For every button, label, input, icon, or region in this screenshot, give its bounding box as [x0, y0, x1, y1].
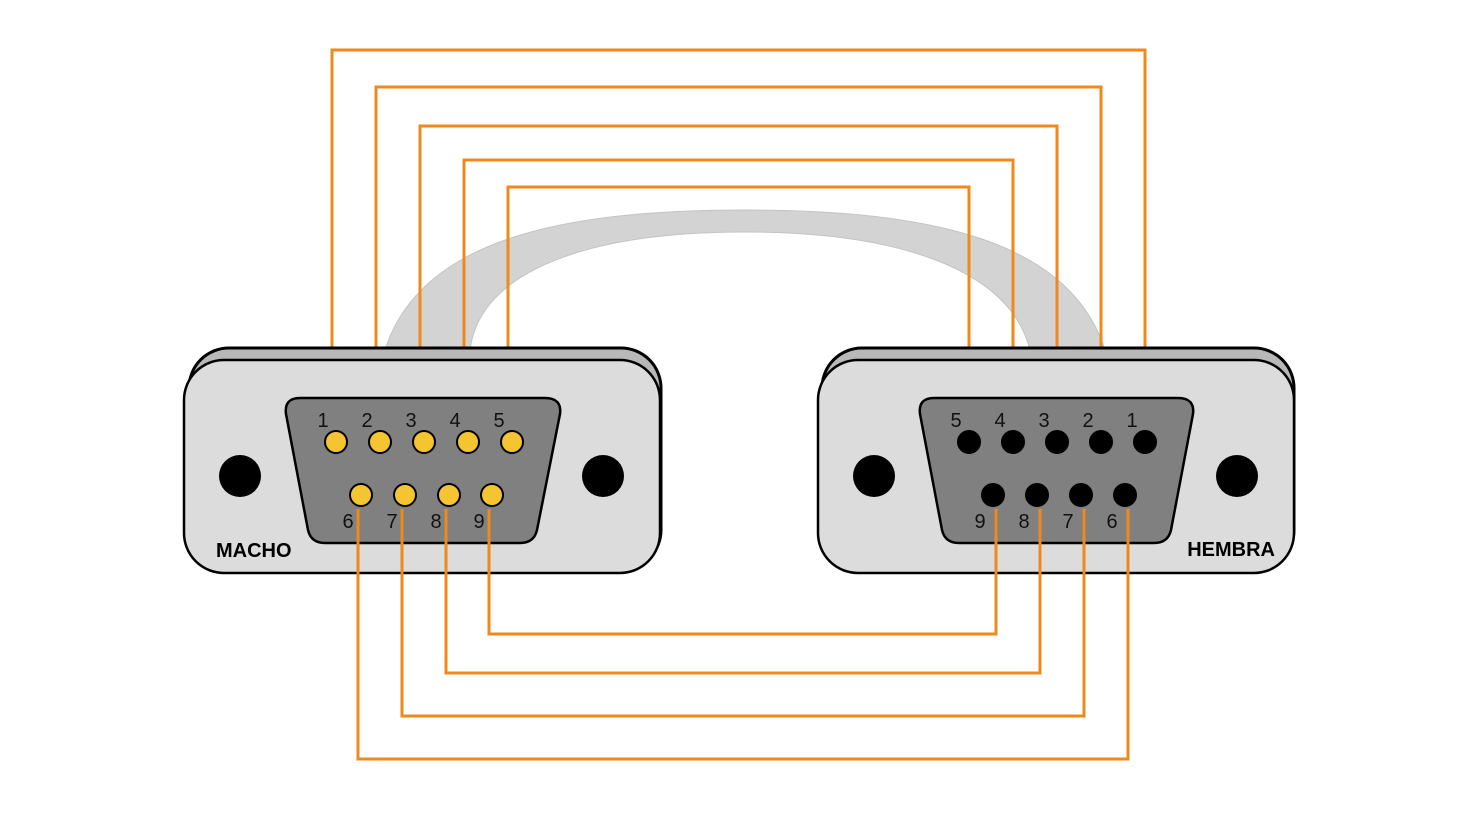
wire-pin-9 — [487, 509, 998, 636]
female-pin-number: 5 — [950, 410, 961, 432]
male-pins: 1 2 3 4 5 6 7 8 9 — [317, 410, 524, 533]
female-pin-number: 6 — [1106, 511, 1117, 533]
female-mounting-hole-right — [1216, 455, 1258, 497]
female-pin-number: 7 — [1062, 511, 1073, 533]
male-mounting-hole-right — [582, 455, 624, 497]
male-pin-3 — [412, 430, 436, 454]
female-pin-3 — [1045, 430, 1069, 454]
wires-top-row — [330, 48, 1147, 428]
male-connector: 1 2 3 4 5 6 7 8 9 MACHO — [182, 346, 663, 575]
female-pin-5 — [957, 430, 981, 454]
wires-bottom-row — [356, 509, 1130, 761]
wire-pin-1 — [330, 48, 1147, 428]
female-pin-7 — [1069, 483, 1093, 507]
male-pin-number: 1 — [317, 410, 328, 432]
female-pin-number: 9 — [974, 511, 985, 533]
male-connector-label: MACHO — [216, 540, 292, 562]
female-pin-8 — [1025, 483, 1049, 507]
female-pin-9 — [981, 483, 1005, 507]
male-pin-number: 5 — [493, 410, 504, 432]
wire-pin-3 — [418, 124, 1059, 428]
female-pin-number: 8 — [1018, 511, 1029, 533]
female-pin-4 — [1001, 430, 1025, 454]
wire-pin-8 — [444, 509, 1042, 675]
male-pin-4 — [456, 430, 480, 454]
wire-pin-6 — [356, 509, 1130, 761]
male-pin-8 — [437, 483, 461, 507]
male-pin-number: 8 — [430, 511, 441, 533]
female-mounting-hole-left — [853, 455, 895, 497]
female-pin-number: 4 — [994, 410, 1005, 432]
male-pin-1 — [324, 430, 348, 454]
wire-pin-4 — [462, 158, 1015, 428]
female-pin-2 — [1089, 430, 1113, 454]
male-pin-6 — [349, 483, 373, 507]
male-pin-9 — [480, 483, 504, 507]
male-mounting-hole-left — [219, 455, 261, 497]
female-connector-label: HEMBRA — [1187, 539, 1275, 561]
female-connector: 1 2 3 4 5 6 7 8 9 HEMBRA — [816, 346, 1296, 575]
female-pin-number: 3 — [1038, 410, 1049, 432]
male-pin-number: 2 — [361, 410, 372, 432]
female-pins: 1 2 3 4 5 6 7 8 9 — [950, 410, 1157, 533]
female-pin-6 — [1113, 483, 1137, 507]
female-pin-number: 1 — [1126, 410, 1137, 432]
male-pin-7 — [393, 483, 417, 507]
male-pin-number: 6 — [342, 511, 353, 533]
wire-pin-5 — [506, 185, 971, 428]
female-pin-1 — [1133, 430, 1157, 454]
male-pin-5 — [500, 430, 524, 454]
male-pin-number: 7 — [386, 511, 397, 533]
male-pin-number: 4 — [449, 410, 460, 432]
male-pin-2 — [368, 430, 392, 454]
wire-pin-2 — [374, 85, 1103, 428]
female-pin-number: 2 — [1082, 410, 1093, 432]
male-pin-number: 9 — [473, 511, 484, 533]
wire-pin-7 — [400, 509, 1086, 718]
male-pin-number: 3 — [405, 410, 416, 432]
cable-arch — [384, 209, 1106, 351]
